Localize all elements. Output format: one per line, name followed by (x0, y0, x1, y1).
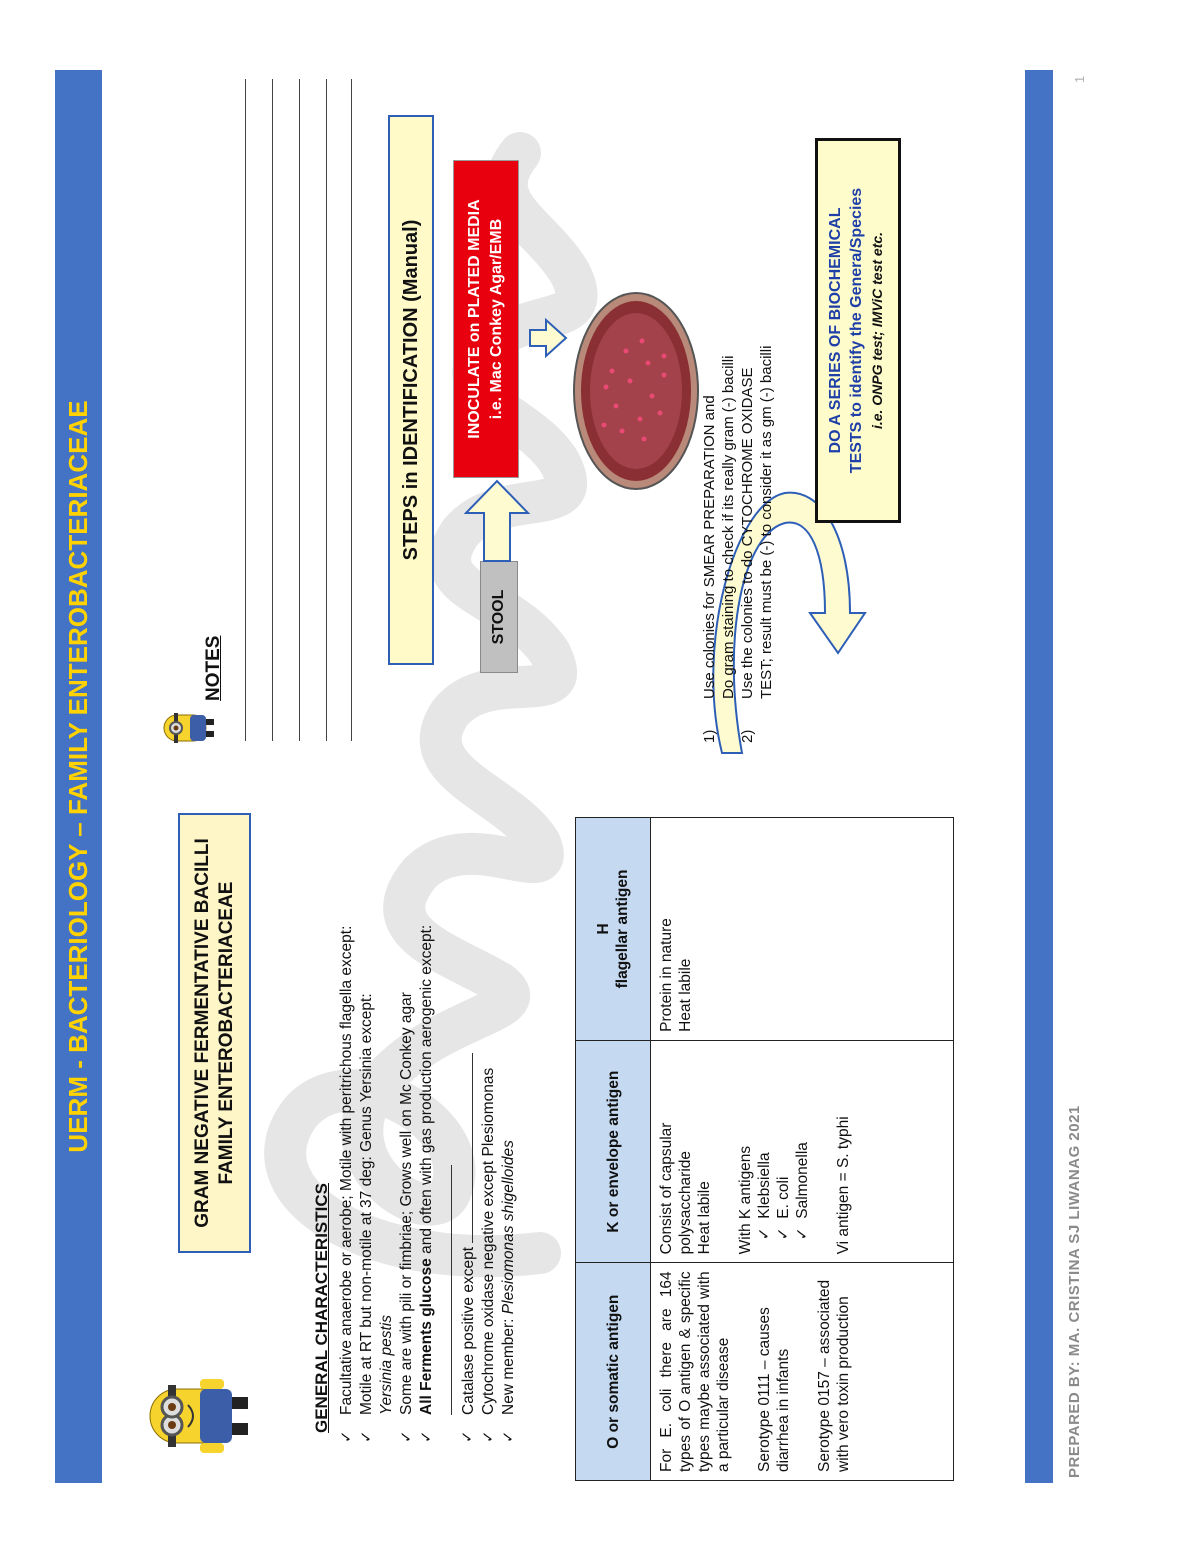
petri-dish-image (573, 292, 699, 490)
heading-line-1: GRAM NEGATIVE FERMENTATIVE BACILLI (192, 838, 213, 1228)
checkmark-icon: ✓ (418, 1430, 435, 1443)
list-item: ✓New member: Plesiomonas shigelloides (500, 1140, 517, 1443)
list-item: ✓Cytochrome oxidase negative except Ples… (480, 1067, 497, 1443)
stool-box: STOOL (480, 561, 518, 673)
curved-arrow-icon (712, 491, 867, 754)
list-item: 2) Use the colonies to do CYTOCHROME OXI… (739, 345, 775, 743)
list-item: ✓ E. coli (775, 1176, 792, 1241)
checkmark-icon: ✓ (459, 1430, 476, 1443)
h-antigen-cell: Protein in nature Heat labile (650, 817, 954, 1041)
notes-line[interactable] (326, 79, 327, 741)
footer-bar (1025, 70, 1053, 1483)
checkmark-icon: ✓ (338, 1430, 355, 1443)
list-item: ✓Facultative anaerobe or aerobe; Motile … (338, 925, 355, 1443)
list-item: ✓ Klebsiella (756, 1152, 773, 1241)
header-o-antigen: O or somatic antigen (575, 1262, 651, 1481)
general-characteristics-title: GENERAL CHARACTERISTICS (312, 1183, 331, 1433)
list-item: ✓Motile at RT but non-motile at 37 deg: … (358, 993, 395, 1443)
biochemical-tests-box: DO A SERIES OF BIOCHEMICAL TESTS to iden… (815, 138, 901, 523)
list-item: ✓All Ferments glucose and often with gas… (417, 685, 458, 1445)
checkmark-icon: ✓ (398, 1430, 415, 1443)
down-arrow-icon (529, 317, 568, 359)
table-row: For E. coli there are 164 types of O ant… (650, 817, 954, 1481)
checkmark-icon: ✓ (358, 1430, 375, 1443)
notes-line[interactable] (245, 79, 246, 741)
title-bar: UERM - BACTERIOLOGY – FAMILY ENTEROBACTE… (55, 70, 102, 1483)
antigen-table: O or somatic antigen K or envelope antig… (575, 817, 954, 1481)
header-k-antigen: K or envelope antigen (575, 1040, 651, 1263)
checkmark-icon: ✓ (480, 1430, 497, 1443)
notes-label: NOTES (203, 635, 224, 701)
list-item: ✓ Salmonella (794, 1142, 811, 1241)
fill-in-blank[interactable] (437, 1165, 452, 1415)
footer-credit: PREPARED BY: MA. CRISTINA SJ LIWANAG 202… (1066, 1105, 1083, 1478)
minion-icon (149, 1379, 248, 1453)
list-item: ✓Some are with pili or fimbriae; Grows w… (398, 992, 415, 1443)
notes-line[interactable] (351, 79, 352, 741)
minion-small-icon (163, 713, 214, 743)
notes-line[interactable] (299, 79, 300, 741)
fill-in-blank[interactable] (458, 1052, 473, 1243)
list-item: ✓Catalase positive except (458, 685, 479, 1445)
o-antigen-cell: For E. coli there are 164 types of O ant… (650, 1262, 954, 1481)
k-antigen-cell: Consist of capsular polysaccharide Heat … (650, 1040, 954, 1263)
page-number: 1 (1072, 75, 1087, 83)
notes-line[interactable] (272, 79, 273, 741)
heading-line-2: FAMILY ENTEROBACTERIACEAE (216, 881, 237, 1185)
right-arrow-icon (463, 479, 531, 562)
identification-steps-list: 1) Use colonies for SMEAR PREPARATION an… (700, 23, 776, 743)
list-item: 1) Use colonies for SMEAR PREPARATION an… (701, 355, 737, 743)
k-antigen-organism-list: ✓ Klebsiella ✓ E. coli ✓ Salmonella (755, 1049, 812, 1255)
inoculate-box: INOCULATE on PLATED MEDIA i.e. Mac Conke… (453, 160, 519, 478)
section-heading-box: GRAM NEGATIVE FERMENTATIVE BACILLI FAMIL… (178, 813, 251, 1253)
general-characteristics-list: ✓Facultative anaerobe or aerobe; Motile … (337, 685, 519, 1445)
checkmark-icon: ✓ (500, 1430, 517, 1443)
steps-title-box: STEPS in IDENTIFICATION (Manual) (388, 115, 434, 665)
page-title: UERM - BACTERIOLOGY – FAMILY ENTEROBACTE… (63, 400, 93, 1153)
table-header-row: O or somatic antigen K or envelope antig… (575, 817, 651, 1481)
